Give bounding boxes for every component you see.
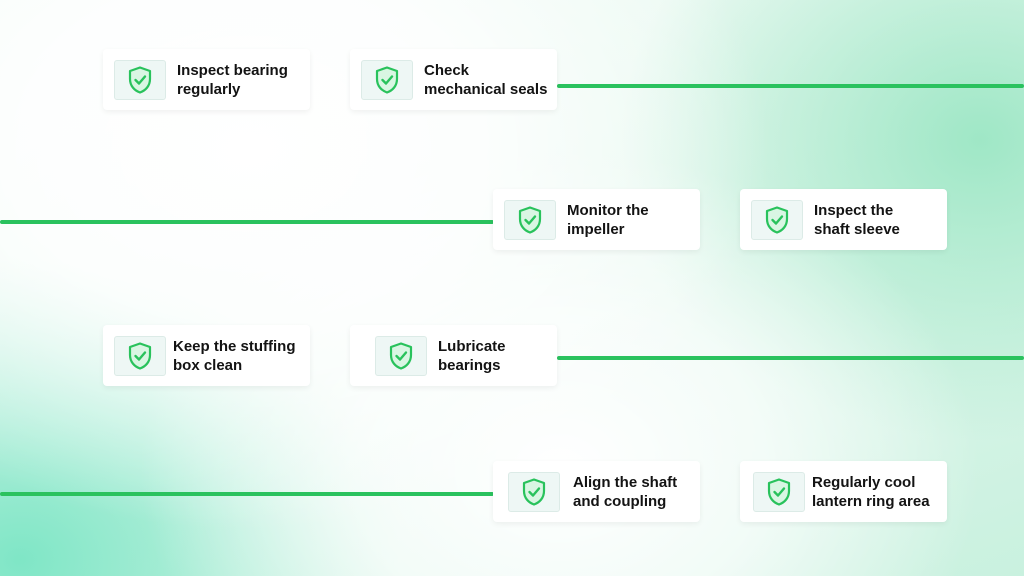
step-label: Inspect bearing regularly <box>177 61 288 98</box>
connector-line-row-2 <box>0 220 494 224</box>
step-card-7: Align the shaft and coupling <box>493 461 700 522</box>
step-label: Check mechanical seals <box>424 61 548 98</box>
step-card-2: Check mechanical seals <box>350 49 557 110</box>
step-card-3: Monitor the impeller <box>493 189 700 250</box>
shield-check-icon <box>751 199 803 240</box>
step-label: Lubricate bearings <box>438 337 506 374</box>
connector-line-row-4 <box>0 492 494 496</box>
shield-check-icon <box>504 199 556 240</box>
step-label: Regularly cool lantern ring area <box>812 473 930 510</box>
step-card-5: Keep the stuffing box clean <box>103 325 310 386</box>
step-label: Inspect the shaft sleeve <box>814 201 900 238</box>
step-label: Keep the stuffing box clean <box>173 337 296 374</box>
shield-check-icon <box>114 59 166 100</box>
step-card-8: Regularly cool lantern ring area <box>740 461 947 522</box>
step-card-6: Lubricate bearings <box>350 325 557 386</box>
shield-check-icon <box>508 471 560 512</box>
step-label: Monitor the impeller <box>567 201 649 238</box>
connector-line-row-1 <box>557 84 1024 88</box>
shield-check-icon <box>753 471 805 512</box>
shield-check-icon <box>361 59 413 100</box>
step-label: Align the shaft and coupling <box>573 473 678 510</box>
step-card-4: Inspect the shaft sleeve <box>740 189 947 250</box>
step-card-1: Inspect bearing regularly <box>103 49 310 110</box>
connector-line-row-3 <box>557 356 1024 360</box>
shield-check-icon <box>114 335 166 376</box>
shield-check-icon <box>375 335 427 376</box>
